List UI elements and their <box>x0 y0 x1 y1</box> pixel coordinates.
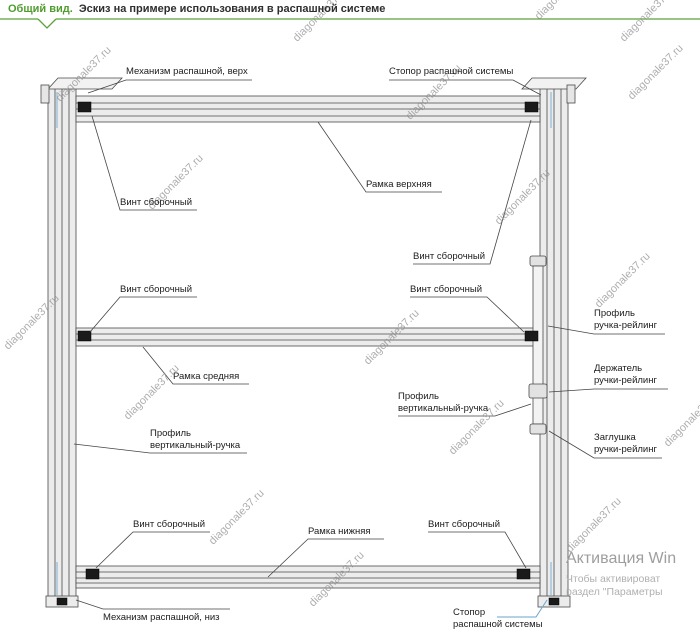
label-screw-mid-left: Винт сборочный <box>120 284 193 295</box>
label-stopper-bottom: Стопор распашной системы <box>453 607 543 630</box>
label-screw-bottom-right: Винт сборочный <box>428 519 501 530</box>
windows-activation-watermark: Активация Win Чтобы активироват раздел "… <box>566 550 700 599</box>
label-frame-bottom: Рамка нижняя <box>308 526 371 537</box>
label-profile-vertical-right: Профиль вертикальный-ручка <box>398 391 489 414</box>
handle-rail-bar <box>532 265 544 425</box>
mechanism-top-right <box>521 77 587 90</box>
label-screw-top-left: Винт сборочный <box>120 197 193 208</box>
label-frame-middle: Рамка средняя <box>173 371 240 382</box>
middle-rail <box>75 327 541 347</box>
label-mechanism-top: Механизм распашной, верх <box>126 66 248 77</box>
mechanism-top-left <box>47 77 123 90</box>
assembly-screws <box>56 101 560 606</box>
page-title: Эскиз на примере использования в распашн… <box>78 3 386 15</box>
activation-title: Активация Win <box>566 550 677 567</box>
label-screw-mid-right: Винт сборочный <box>410 284 483 295</box>
label-frame-top: Рамка верхняя <box>366 179 432 190</box>
label-stopper-top: Стопор распашной системы <box>389 66 514 77</box>
checkmark-icon <box>37 18 57 29</box>
handle-rail-bottom-plug <box>529 423 547 435</box>
label-mechanism-bottom: Механизм распашной, низ <box>103 612 220 623</box>
activation-line1: Чтобы активироват <box>566 573 661 585</box>
bottom-rail <box>75 565 541 589</box>
stopper-bottom-leader <box>497 599 548 618</box>
header-prefix: Общий вид. <box>8 3 73 15</box>
label-screw-bottom-left: Винт сборочный <box>133 519 206 530</box>
label-profile-vertical-left: Профиль вертикальный-ручка <box>150 428 241 451</box>
label-plug-handle-rail: Заглушка ручки-рейлинг <box>594 432 657 455</box>
handle-rail-top-plug <box>529 255 547 267</box>
label-holder-handle-rail: Держатель ручки-рейлинг <box>594 363 657 386</box>
activation-line2: раздел "Параметры <box>566 586 663 598</box>
mechanism-accents <box>56 92 552 596</box>
leader-lines <box>73 79 668 610</box>
label-profile-handle-rail: Профиль ручка-рейлинг <box>594 308 658 331</box>
label-screw-top-right: Винт сборочный <box>413 251 486 262</box>
handle-rail-holder <box>528 383 548 399</box>
header-rule <box>0 18 700 29</box>
handle-rail-profile <box>528 255 548 435</box>
page-header: Общий вид. Эскиз на примере использовани… <box>8 3 385 15</box>
